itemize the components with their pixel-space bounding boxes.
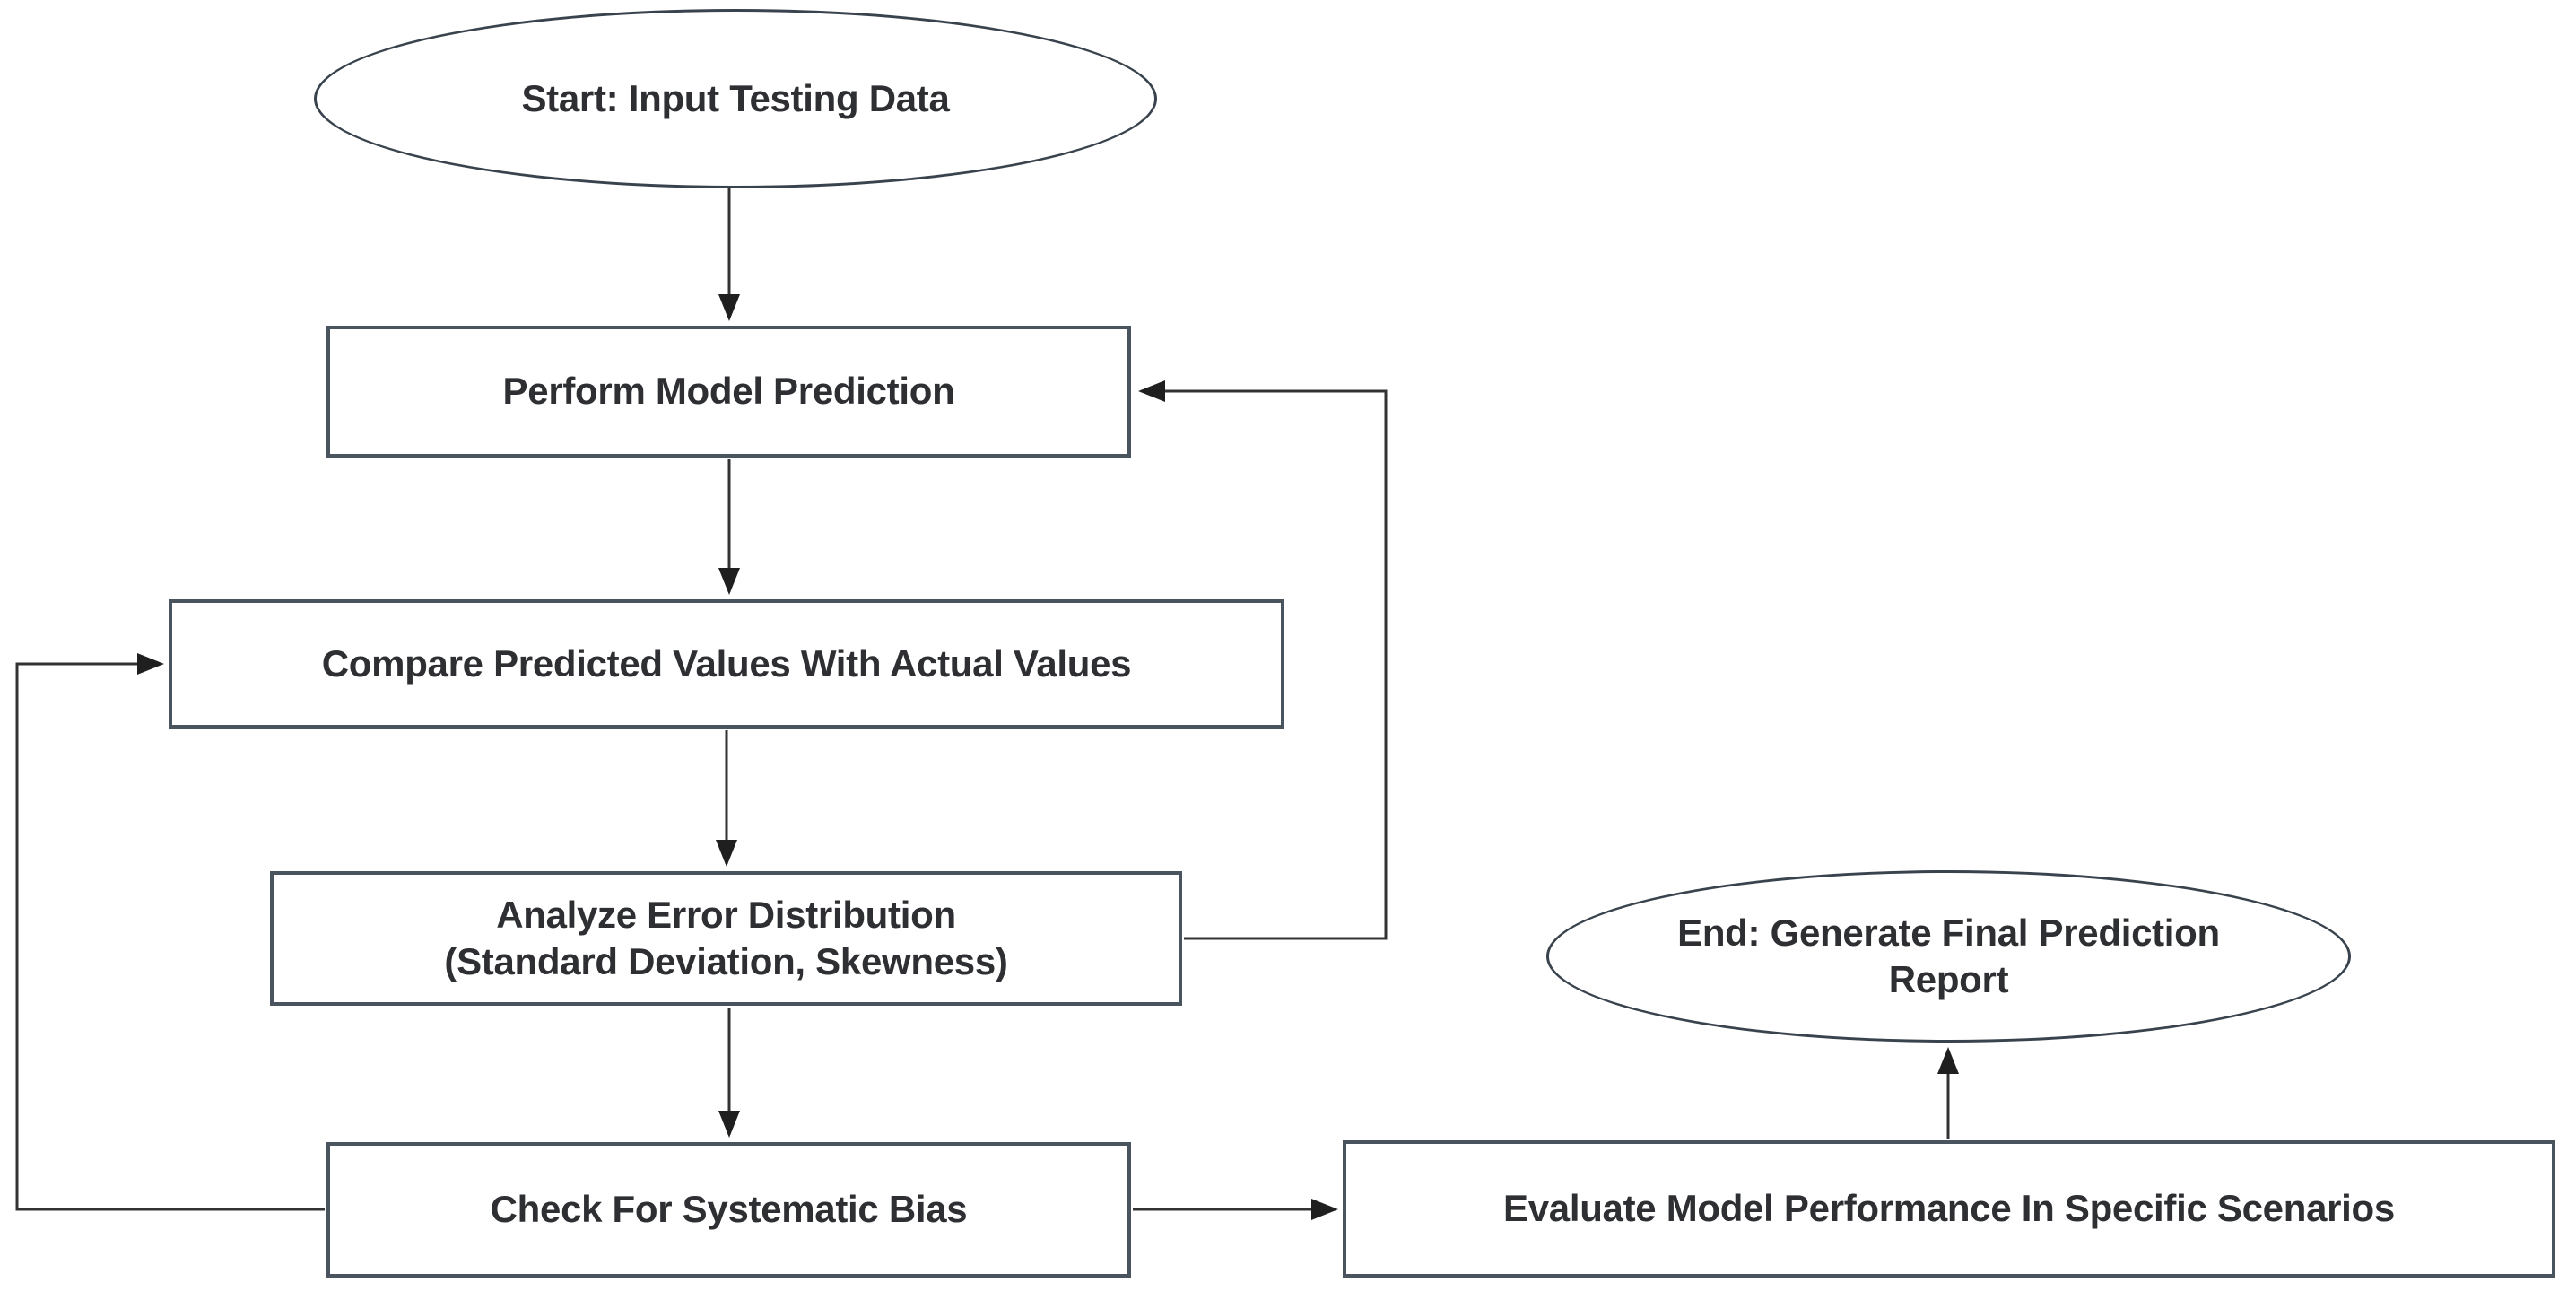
node-perform-model-prediction: Perform Model Prediction bbox=[326, 326, 1131, 458]
node-evaluate-performance: Evaluate Model Performance In Specific S… bbox=[1343, 1140, 2555, 1278]
node-compare-label: Compare Predicted Values With Actual Val… bbox=[321, 641, 1132, 685]
node-analyze-label-line2: (Standard Deviation, Skewness) bbox=[444, 940, 1008, 982]
node-evaluate-label: Evaluate Model Performance In Specific S… bbox=[1503, 1187, 2395, 1230]
node-analyze-label-line1: Analyze Error Distribution bbox=[496, 893, 956, 936]
node-start-label: Start: Input Testing Data bbox=[521, 76, 950, 119]
node-end-label-line2: Report bbox=[1888, 958, 2009, 1000]
node-analyze-error-distribution: Analyze Error Distribution (Standard Dev… bbox=[270, 871, 1182, 1006]
node-check-systematic-bias: Check For Systematic Bias bbox=[326, 1142, 1131, 1278]
node-compare-values: Compare Predicted Values With Actual Val… bbox=[169, 599, 1284, 729]
node-end-label-line1: End: Generate Final Prediction bbox=[1677, 911, 2220, 954]
node-end: End: Generate Final Prediction Report bbox=[1546, 870, 2351, 1043]
node-start: Start: Input Testing Data bbox=[314, 9, 1157, 188]
node-check-label: Check For Systematic Bias bbox=[490, 1188, 968, 1231]
node-perform-label: Perform Model Prediction bbox=[502, 370, 955, 413]
